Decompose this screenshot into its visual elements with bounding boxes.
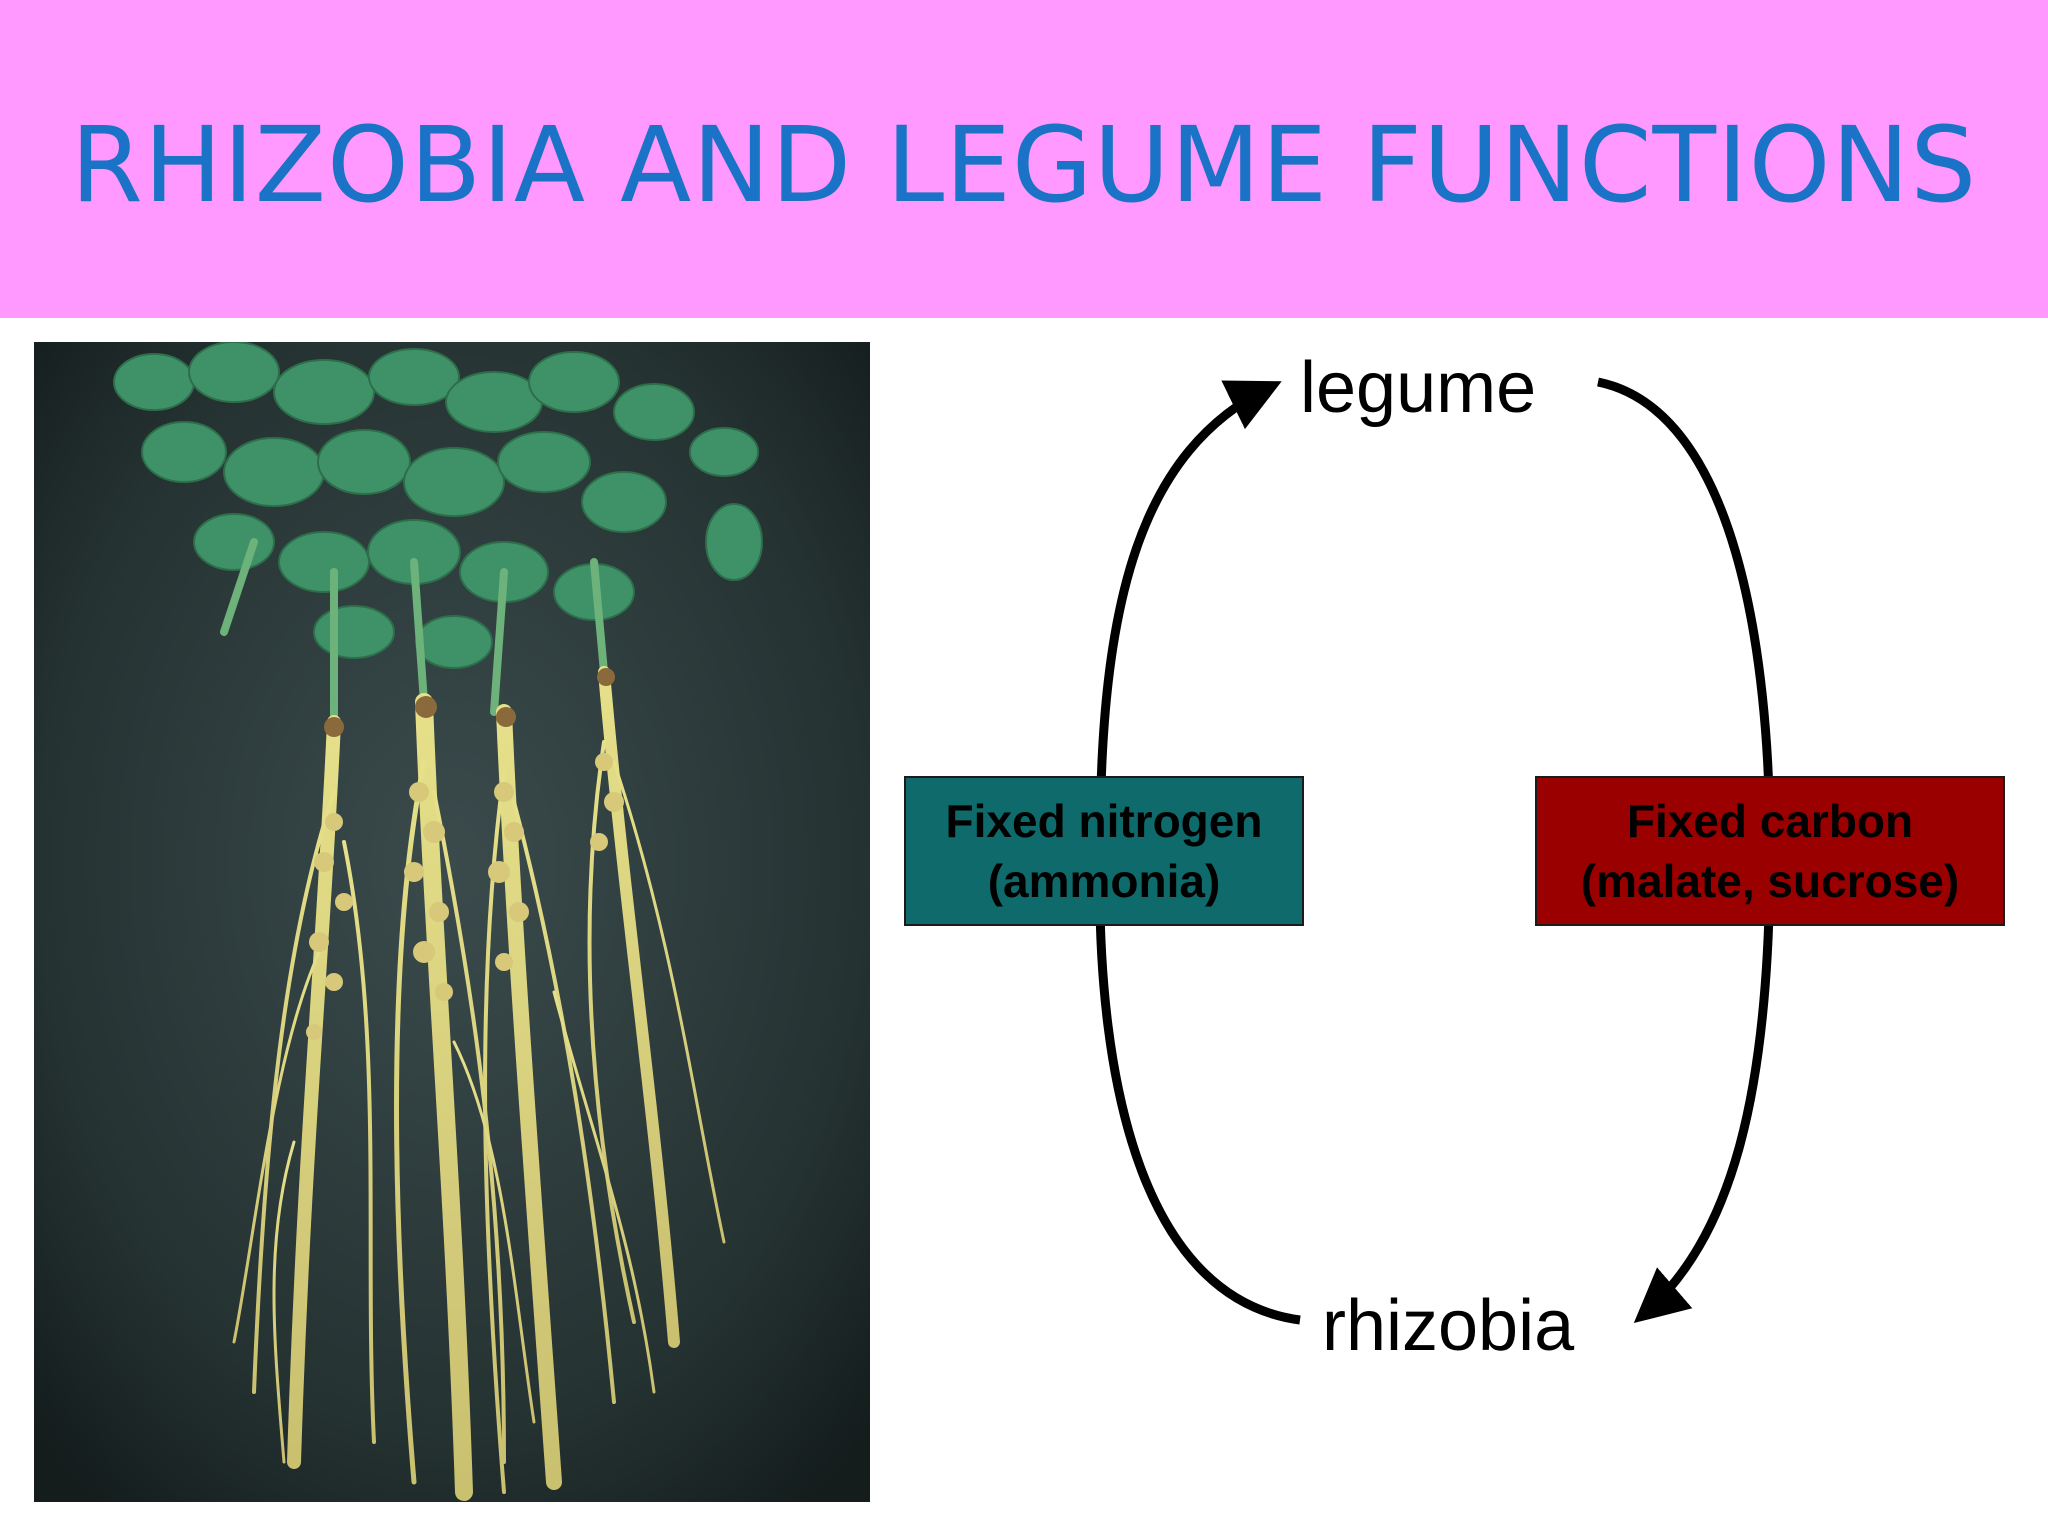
- slide-header: RHIZOBIA AND LEGUME FUNCTIONS: [0, 0, 2048, 318]
- fixed-nitrogen-line2: (ammonia): [987, 855, 1221, 907]
- fixed-carbon-line2: (malate, sucrose): [1580, 855, 1960, 907]
- stems: [220, 538, 608, 726]
- legume-label: legume: [1300, 348, 1537, 428]
- rhizobia-label: rhizobia: [1322, 1286, 1575, 1366]
- slide-title: RHIZOBIA AND LEGUME FUNCTIONS: [70, 104, 1978, 226]
- fixed-carbon-box: Fixed carbon (malate, sucrose): [1535, 776, 2005, 926]
- foliage: [113, 342, 763, 669]
- fixed-nitrogen-box: Fixed nitrogen (ammonia): [904, 776, 1304, 926]
- nodules: [306, 753, 624, 1040]
- fixed-nitrogen-line1: Fixed nitrogen: [945, 795, 1263, 847]
- crown-nodules: [324, 668, 615, 737]
- fixed-carbon-line1: Fixed carbon: [1626, 795, 1914, 847]
- legume-roots-photo: [34, 342, 870, 1502]
